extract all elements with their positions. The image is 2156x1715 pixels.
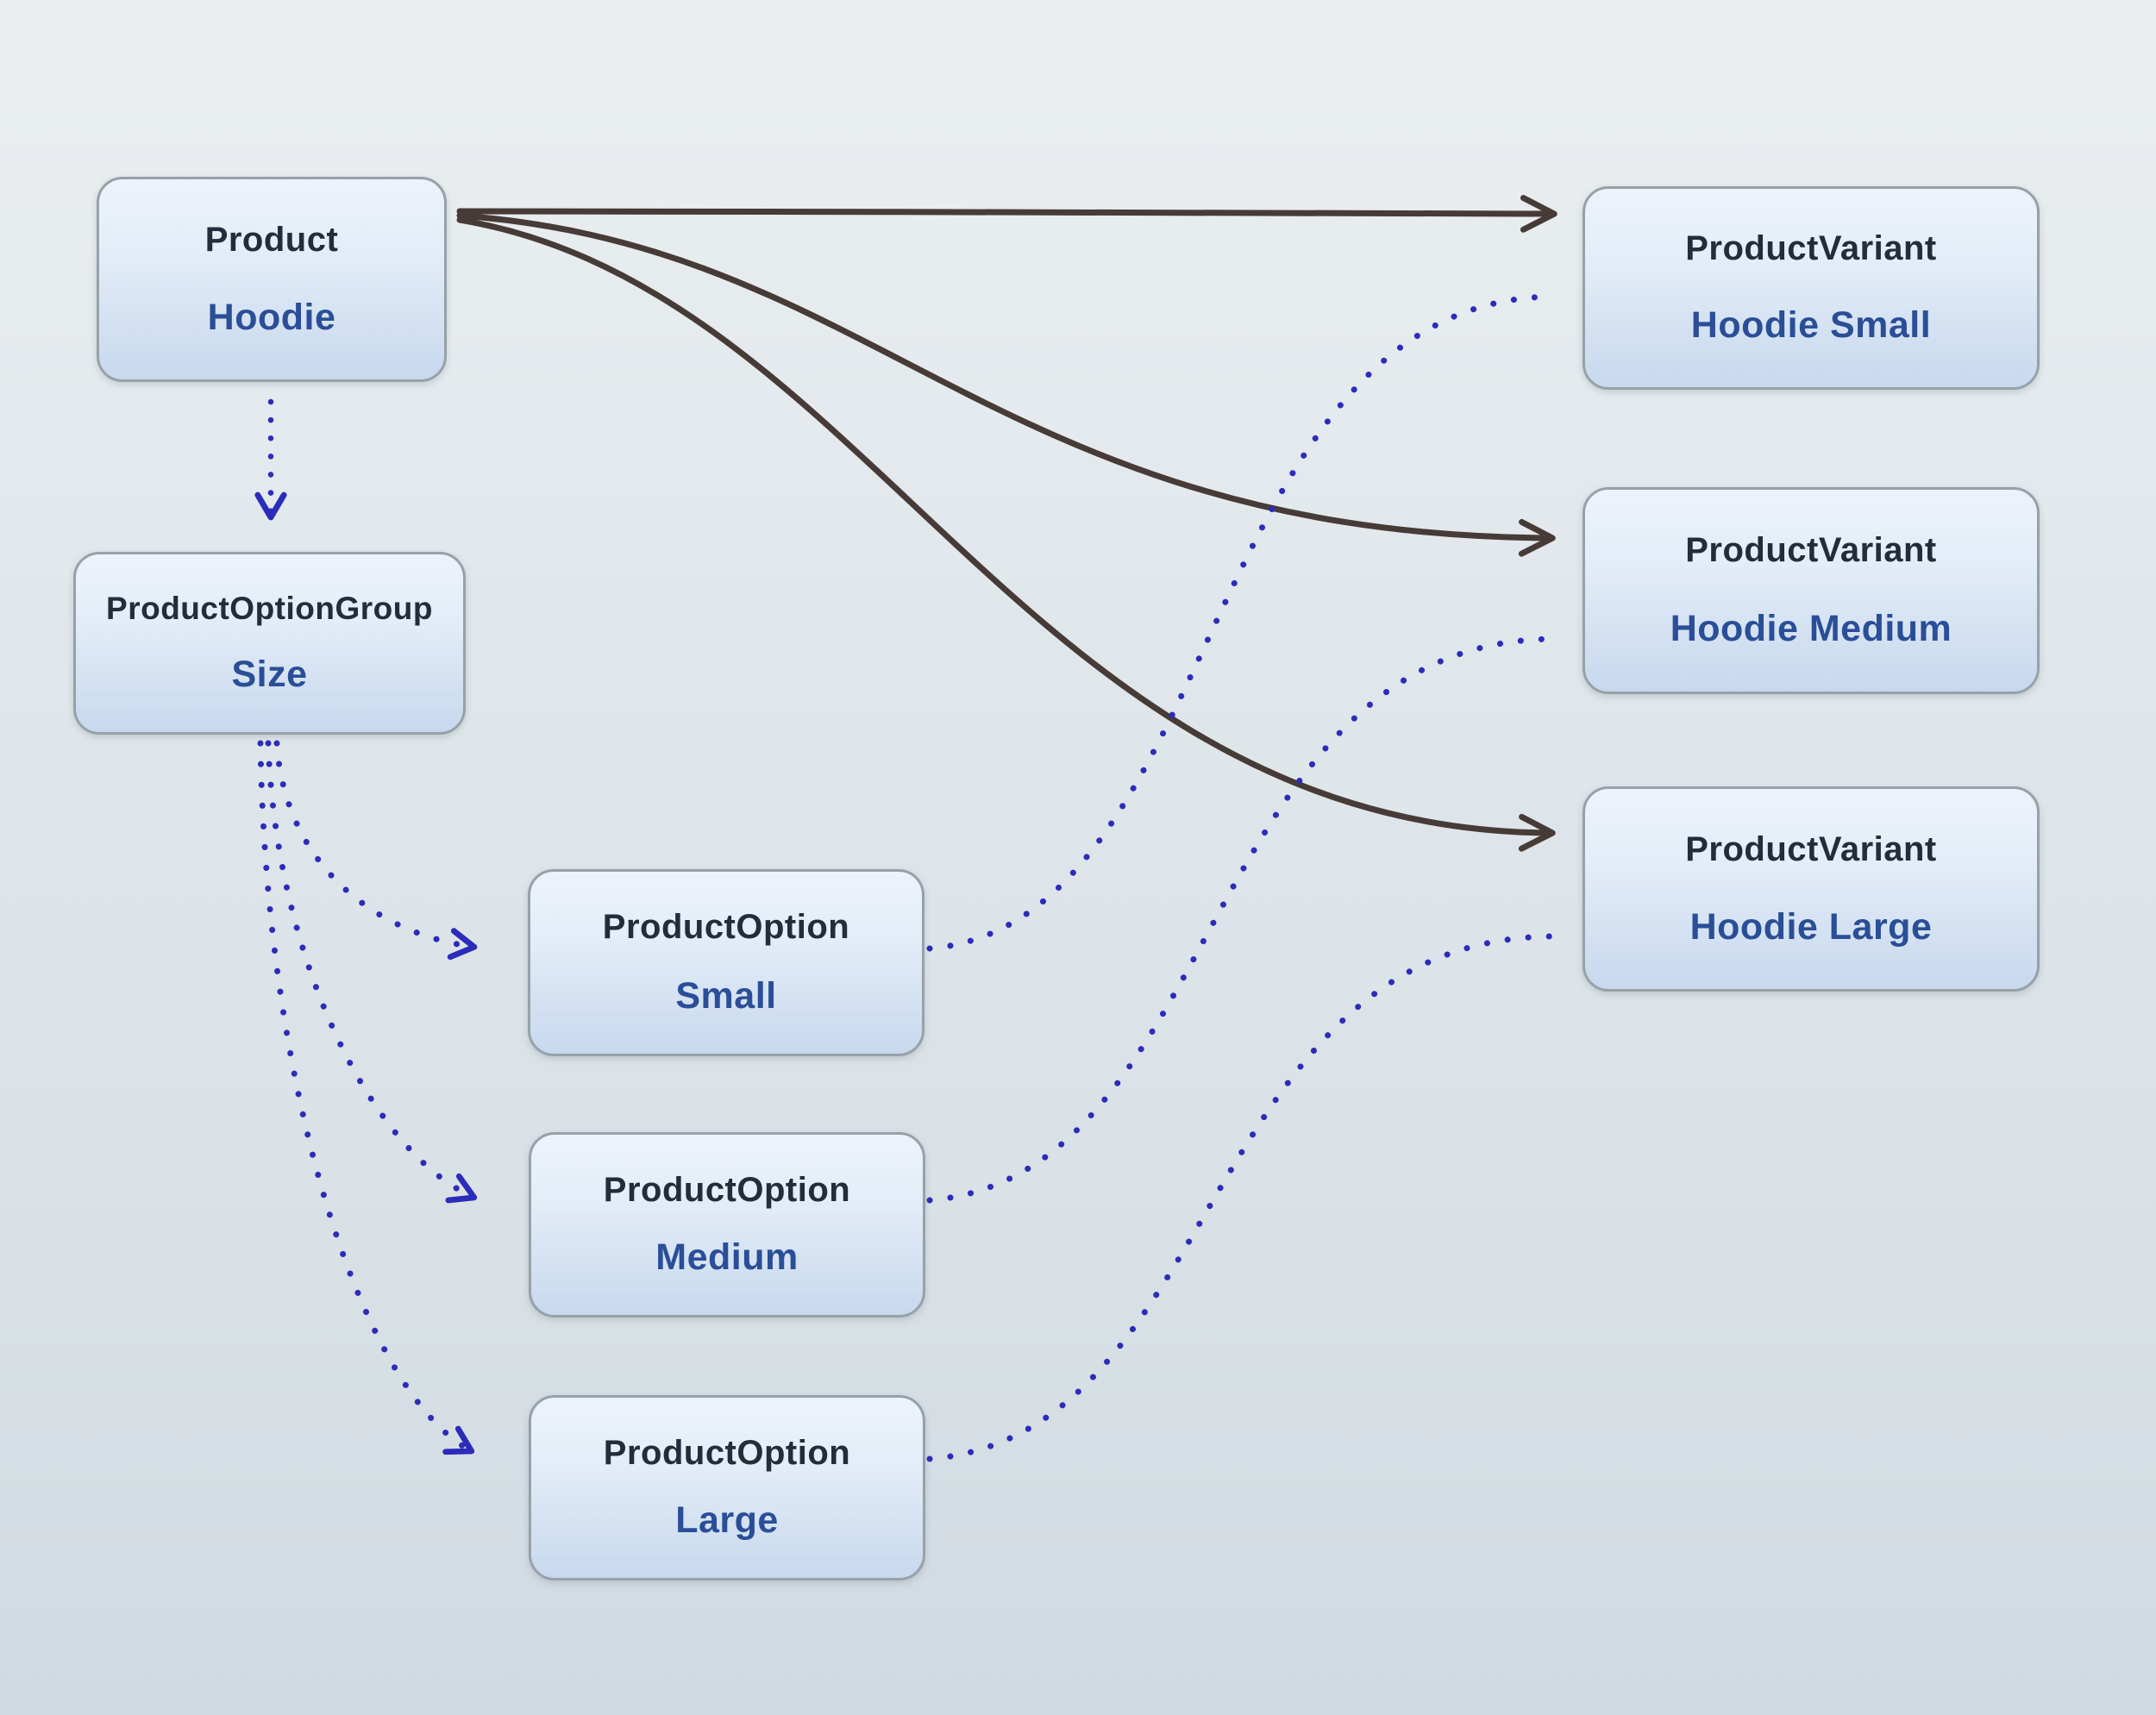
node-product-option-group: ProductOptionGroup Size [73, 552, 466, 735]
node-product-variant-large: ProductVariant Hoodie Large [1583, 786, 2040, 992]
node-type: ProductVariant [1685, 531, 1937, 569]
edge-optiongroup-to-option-small [273, 740, 478, 961]
node-name: Small [675, 974, 777, 1017]
node-type: Product [204, 220, 339, 259]
node-product-option-medium: ProductOption Medium [529, 1132, 925, 1318]
node-name: Size [231, 654, 308, 696]
node-type: ProductVariant [1685, 229, 1937, 267]
node-type: ProductOption [603, 1433, 851, 1472]
node-product: Product Hoodie [97, 177, 447, 382]
edge-product-to-variant-large [456, 216, 1556, 852]
node-name: Hoodie [207, 296, 336, 338]
node-name: Large [675, 1499, 779, 1542]
edge-option-small-to-variant-small [926, 293, 1554, 952]
node-product-variant-small: ProductVariant Hoodie Small [1583, 186, 2040, 390]
edge-optiongroup-to-option-medium [265, 740, 478, 1204]
edge-option-medium-to-variant-medium [926, 635, 1554, 1204]
edge-product-to-variant-medium [456, 212, 1556, 557]
node-name: Hoodie Small [1690, 304, 1932, 346]
node-product-option-large: ProductOption Large [529, 1395, 925, 1580]
node-type: ProductOption [603, 1170, 851, 1209]
edge-optiongroup-to-option-large [257, 740, 475, 1455]
node-product-variant-medium: ProductVariant Hoodie Medium [1583, 487, 2040, 694]
node-type: ProductOptionGroup [106, 590, 433, 626]
node-type: ProductVariant [1685, 829, 1937, 868]
node-name: Medium [655, 1236, 799, 1279]
edge-option-large-to-variant-large [926, 933, 1554, 1462]
edge-product-to-variant-small [456, 195, 1557, 233]
node-product-option-small: ProductOption Small [528, 869, 924, 1056]
node-name: Hoodie Medium [1670, 608, 1952, 649]
node-name: Hoodie Large [1689, 905, 1933, 948]
node-type: ProductOption [602, 908, 850, 947]
